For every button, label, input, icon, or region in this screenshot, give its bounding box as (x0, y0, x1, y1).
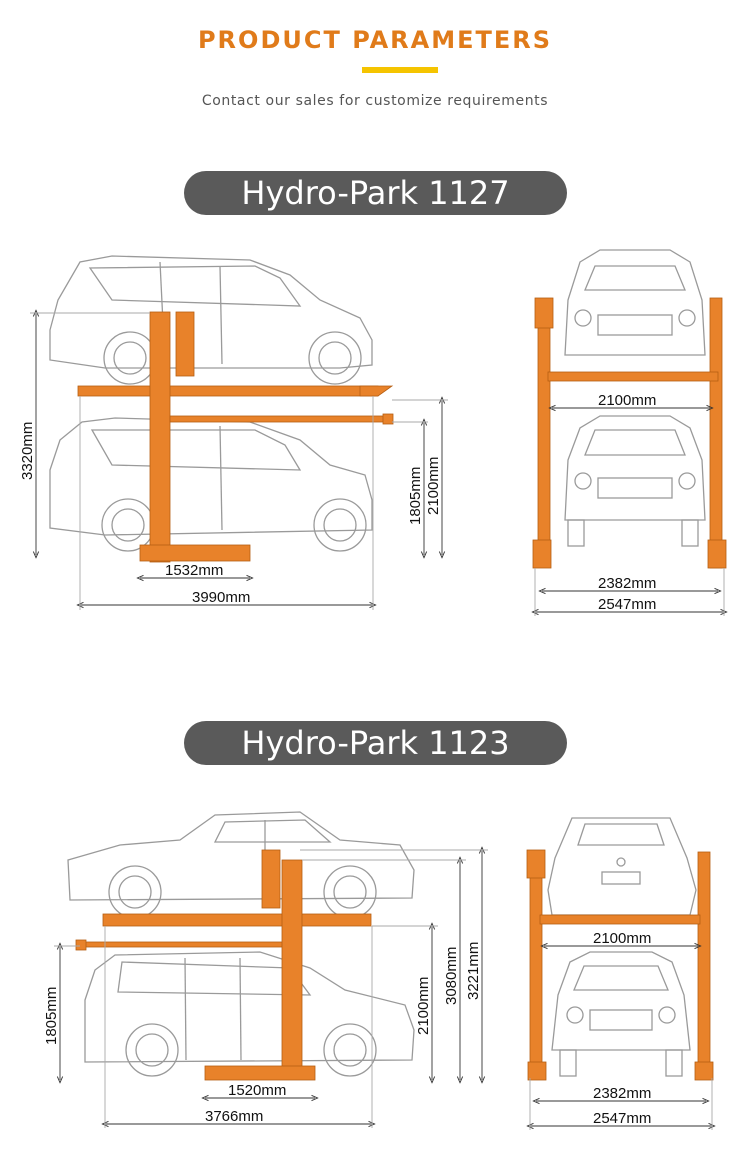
dim-overall-width-1123: 2547mm (593, 1110, 651, 1127)
dimension-lines-1123 (54, 850, 488, 1128)
front-dimension-lines (535, 408, 724, 616)
dim-platform-clearance: 1805mm (407, 467, 424, 525)
lower-car-front-outline (564, 415, 706, 547)
lift-structure (77, 311, 394, 563)
section-title: PRODUCT PARAMETERS (197, 26, 553, 54)
title-accent-bar (362, 67, 438, 73)
dim-column-height-1123: 2100mm (415, 977, 432, 1035)
dim-post-height-1123: 3080mm (443, 947, 460, 1005)
front-lift-structure-1123 (526, 849, 714, 1081)
dim-base-width: 1532mm (165, 562, 223, 579)
lower-suv-outline (84, 951, 415, 1077)
dim-column-span: 2382mm (598, 575, 656, 592)
dim-platform-length-1123: 3766mm (205, 1108, 263, 1125)
dim-column-height: 2100mm (425, 457, 442, 515)
dimension-lines (30, 313, 448, 610)
dim-base-width-1123: 1520mm (228, 1082, 286, 1099)
dim-inner-width: 2100mm (598, 392, 656, 409)
front-lift-structure (532, 297, 727, 569)
lower-car-front-outline-1123 (551, 951, 691, 1077)
product-name-pill-1123: Hydro-Park 1123 (184, 721, 567, 765)
front-dimension-lines-1123 (530, 946, 712, 1130)
upper-sedan-rear-outline (547, 817, 697, 916)
dim-platform-length: 3990mm (192, 589, 250, 606)
dim-inner-width-1123: 2100mm (593, 930, 651, 947)
dim-total-height: 3320mm (19, 422, 36, 480)
dim-overall-width: 2547mm (598, 596, 656, 613)
product-name-pill-1127: Hydro-Park 1127 (184, 171, 567, 215)
section-subtitle: Contact our sales for customize requirem… (201, 93, 549, 109)
dim-platform-clearance-1123: 1805mm (43, 987, 60, 1045)
dim-column-span-1123: 2382mm (593, 1085, 651, 1102)
dim-total-height-1123: 3221mm (465, 942, 482, 1000)
lift-structure-1123 (75, 849, 372, 1081)
upper-car-front-outline (564, 249, 706, 356)
